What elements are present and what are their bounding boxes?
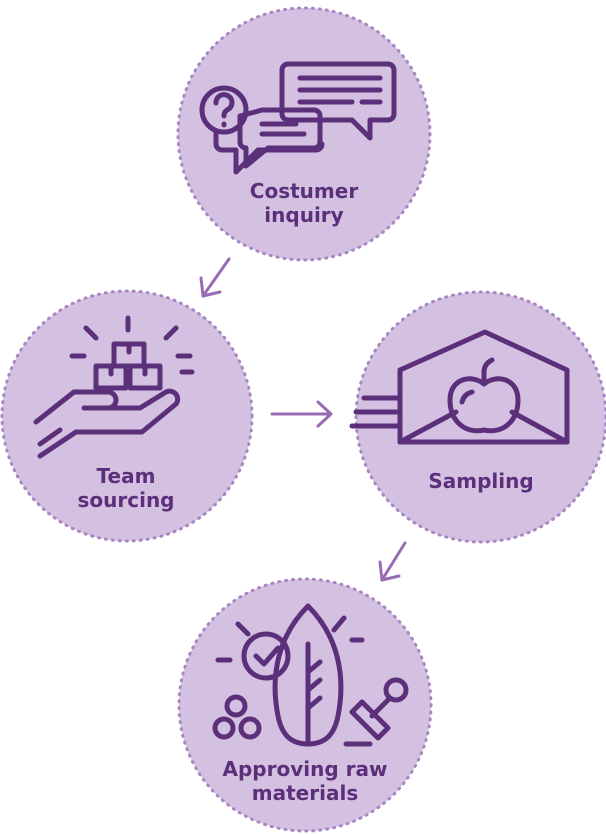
chat-bubbles-question-icon: [199, 61, 397, 175]
step-costumer-inquiry: Costumer inquiry: [176, 6, 432, 262]
step-circle: [177, 577, 433, 833]
step-circle: [354, 290, 606, 544]
arrow-down-left: [378, 541, 407, 582]
step-sampling: Sampling: [349, 290, 606, 544]
arrow-right: [270, 400, 333, 428]
hand-holding-boxes-icon: [33, 315, 195, 459]
arrow-down-left: [199, 257, 231, 298]
step-team-sourcing: Team sourcing: [0, 289, 254, 543]
step-label-line1: Costumer: [250, 179, 359, 203]
step-label-line1: Sampling: [428, 469, 533, 493]
step-label-line1: Approving raw: [223, 757, 388, 781]
envelope-apple-icon: [349, 329, 570, 445]
step-label-line2: inquiry: [264, 203, 343, 227]
step-label-line1: Team: [97, 464, 156, 488]
step-approving-raw-materials: Approving raw materials: [177, 577, 433, 833]
step-label-line2: materials: [252, 781, 358, 805]
leaf-check-stamp-icon: [212, 603, 409, 747]
step-label-line2: sourcing: [77, 488, 174, 512]
